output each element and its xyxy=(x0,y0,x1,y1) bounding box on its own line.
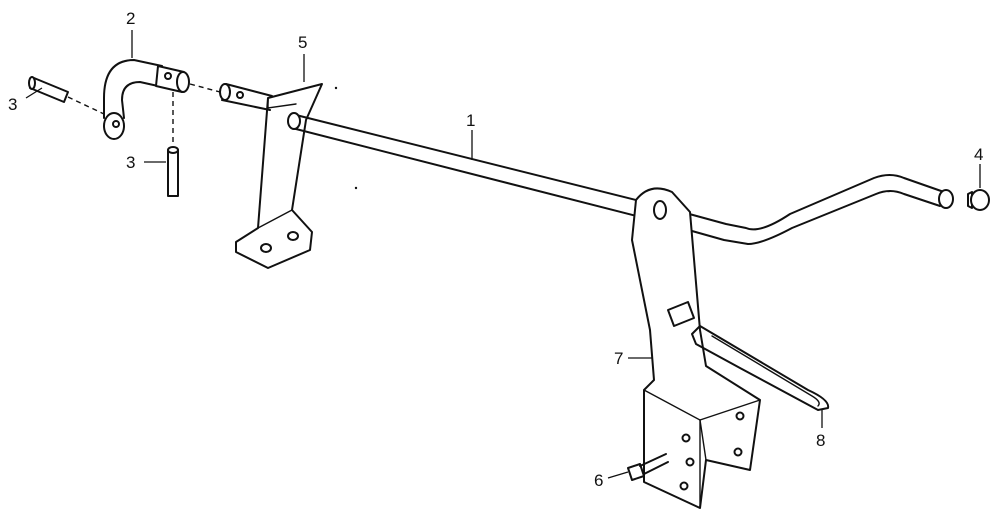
leader-lines xyxy=(25,30,981,479)
pin-lower xyxy=(167,146,179,197)
part-label-6: 6 xyxy=(594,471,603,490)
mounting-plate xyxy=(631,187,761,509)
left-support-bracket xyxy=(235,83,323,269)
part-label-3-lower: 3 xyxy=(126,153,135,172)
part-label-2: 2 xyxy=(126,9,135,28)
elbow-handle xyxy=(103,59,190,140)
part-label-4: 4 xyxy=(974,145,983,164)
part-label-7: 7 xyxy=(614,349,623,368)
speck-dot xyxy=(354,186,358,190)
part-label-1: 1 xyxy=(466,111,475,130)
assembly-guide-lines xyxy=(67,83,221,146)
part-label-8: 8 xyxy=(816,431,825,450)
pin-upper xyxy=(28,76,69,103)
spring-clip xyxy=(691,325,830,411)
end-cap xyxy=(967,189,990,211)
part-label-5: 5 xyxy=(298,33,307,52)
part-label-3-upper: 3 xyxy=(8,95,17,114)
rod-end-shaft xyxy=(219,83,273,111)
speck-dot xyxy=(334,86,338,90)
main-rod xyxy=(287,112,954,245)
bolt xyxy=(627,453,669,481)
